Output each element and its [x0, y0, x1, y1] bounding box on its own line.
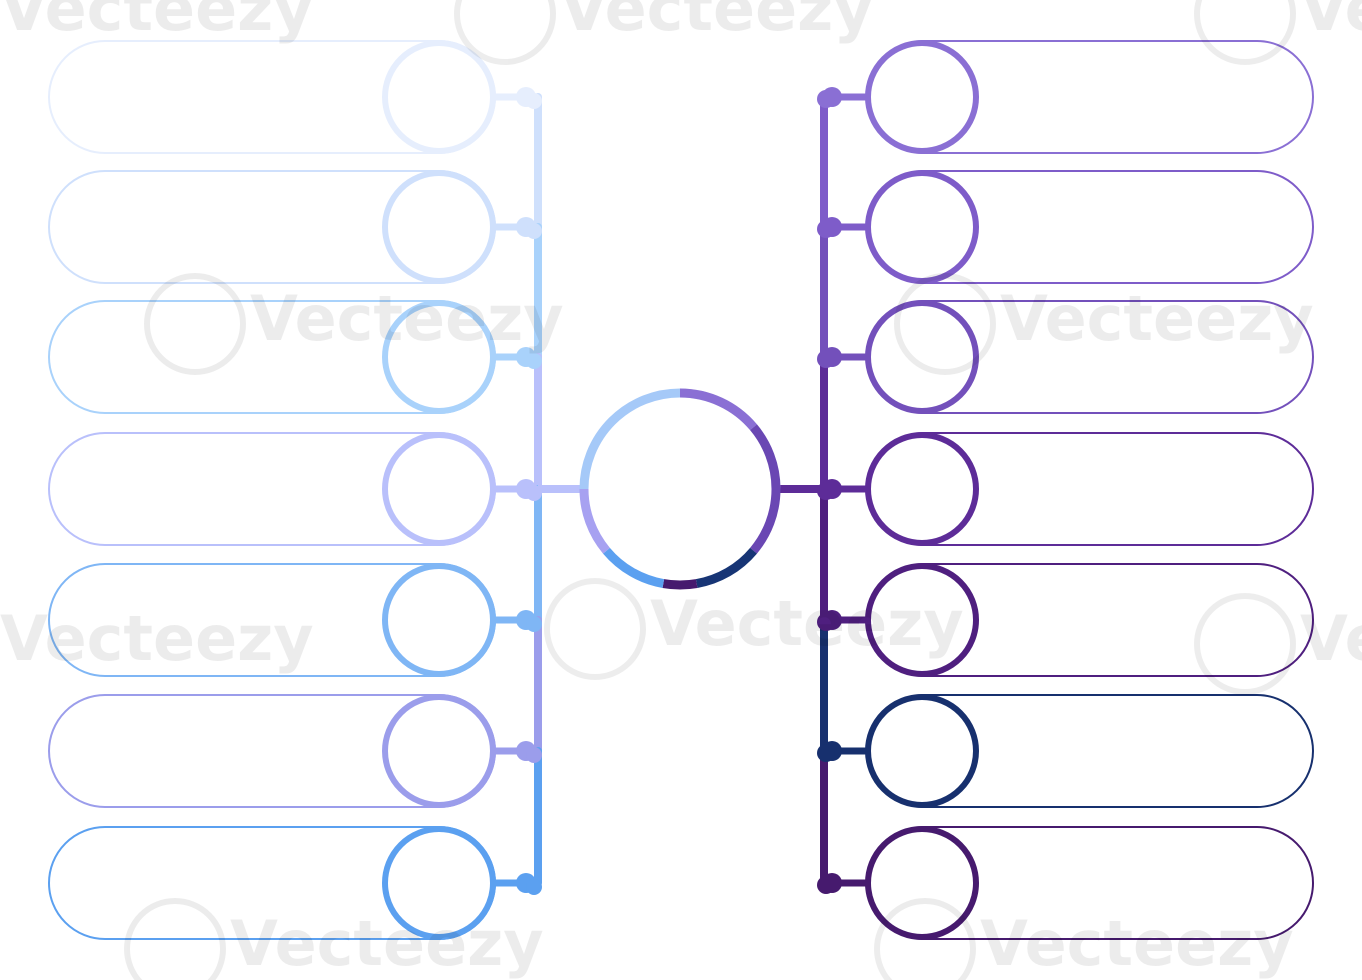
number-circle	[865, 563, 979, 677]
number-circle	[382, 563, 496, 677]
junction-dot	[817, 876, 835, 894]
number-circle	[865, 40, 979, 154]
right-item-1	[817, 40, 1314, 154]
hub-ring-segment	[603, 547, 665, 588]
watermark-logo-icon	[1194, 593, 1296, 695]
junction-dot	[817, 613, 835, 631]
number-circle	[865, 170, 979, 284]
watermark-text: Vecteezy	[250, 282, 564, 355]
number-circle	[865, 432, 979, 546]
central-hub	[538, 388, 824, 590]
watermark-logo-icon	[144, 273, 246, 375]
watermark: Vecteezy	[0, 0, 314, 45]
right-branch-group	[817, 40, 1314, 940]
left-item-1	[48, 40, 542, 154]
junction-dot	[526, 93, 542, 109]
number-circle	[382, 694, 496, 808]
junction-dot	[526, 747, 542, 763]
right-item-3	[817, 300, 1314, 414]
hub-ring-segment	[679, 388, 757, 431]
left-item-6	[48, 694, 542, 808]
watermark: Vecteezy	[874, 898, 1294, 980]
right-item-7	[817, 826, 1314, 940]
hub-ring-segment	[695, 547, 757, 588]
watermark-logo-icon	[124, 898, 226, 980]
watermark-text: Vecteezy	[1000, 282, 1314, 355]
watermark: Vecteezy	[1194, 0, 1362, 65]
junction-dot	[526, 223, 542, 239]
watermark-logo-icon	[1194, 0, 1296, 65]
watermark-text: Vecteezy	[0, 0, 314, 45]
watermark: Vecteezy	[544, 578, 964, 680]
right-item-4	[817, 432, 1314, 546]
number-circle	[865, 694, 979, 808]
watermark-text: Vecteezy	[1300, 602, 1362, 675]
watermark-logo-icon	[544, 578, 646, 680]
hub-ring-segment	[750, 424, 781, 554]
watermark-text: Vecteezy	[650, 587, 964, 660]
watermark-logo-icon	[894, 273, 996, 375]
watermark-logo-icon	[874, 898, 976, 980]
watermark: Vecteezy	[124, 898, 544, 980]
right-item-5	[817, 563, 1314, 677]
watermark: Vecteezy	[454, 0, 874, 65]
left-item-3	[48, 300, 542, 414]
watermark-text: Vecteezy	[230, 907, 544, 980]
left-item-4	[48, 432, 542, 546]
junction-dot	[526, 353, 542, 369]
number-circle	[382, 826, 496, 940]
junction-dot	[817, 350, 835, 368]
watermark-logo-icon	[454, 0, 556, 65]
hub-ring-segment	[579, 388, 681, 490]
watermark: Vecteezy	[0, 602, 314, 675]
right-item-2	[817, 170, 1314, 284]
left-item-2	[48, 170, 542, 284]
watermark-text: Vecteezy	[560, 0, 874, 45]
number-circle	[382, 300, 496, 414]
number-circle	[382, 40, 496, 154]
left-branch-group	[48, 40, 542, 940]
junction-dot	[526, 616, 542, 632]
number-circle	[382, 170, 496, 284]
junction-dot	[817, 220, 835, 238]
watermark-text: Vecteezy	[0, 602, 314, 675]
watermark: Vecteezy	[144, 273, 564, 375]
watermark: Vecteezy	[1194, 593, 1362, 695]
hub-ring-segment	[662, 579, 698, 590]
watermark-text: Vecteezy	[980, 907, 1294, 980]
watermark-text: Vecteezy	[1300, 0, 1362, 45]
right-item-6	[817, 694, 1314, 808]
hub-fill	[584, 393, 776, 585]
junction-dot	[526, 879, 542, 895]
number-circle	[865, 826, 979, 940]
left-item-5	[48, 563, 542, 677]
junction-dot	[817, 90, 835, 108]
watermark: Vecteezy	[894, 273, 1314, 375]
left-item-7	[48, 826, 542, 940]
hub-ring-segment	[579, 488, 610, 554]
junction-dot	[817, 744, 835, 762]
number-circle	[865, 300, 979, 414]
number-circle	[382, 432, 496, 546]
